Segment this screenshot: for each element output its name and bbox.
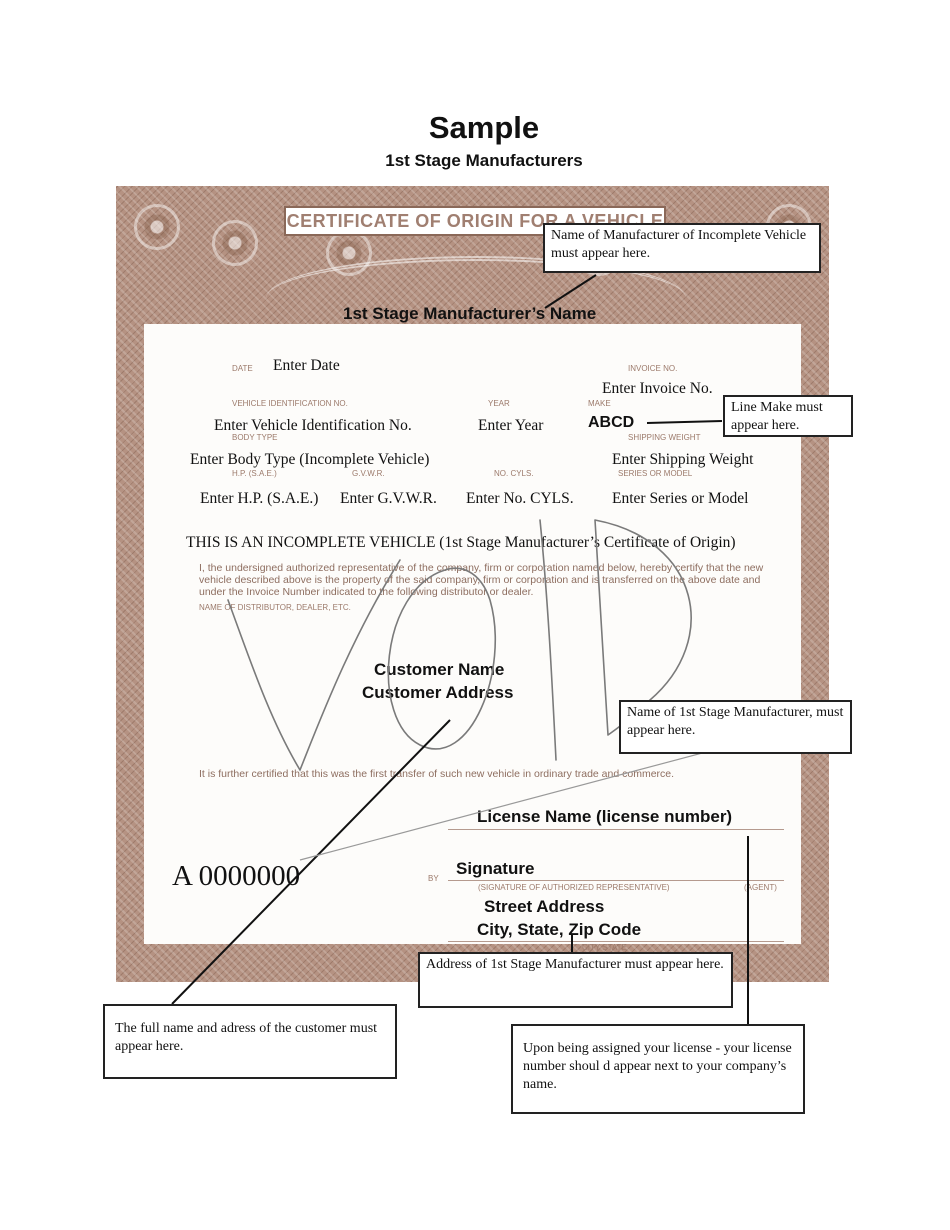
certificate-banner: CERTIFICATE OF ORIGIN FOR A VEHICLE bbox=[284, 206, 666, 236]
void-mark bbox=[227, 519, 692, 772]
incomplete-statement: THIS IS AN INCOMPLETE VEHICLE (1st Stage… bbox=[186, 534, 736, 551]
series-label: SERIES OR MODEL bbox=[618, 469, 693, 478]
hp-value: Enter H.P. (S.A.E.) bbox=[200, 490, 319, 507]
manufacturer-name: 1st Stage Manufacturer’s Name bbox=[343, 304, 597, 323]
cyls-value: Enter No. CYLS. bbox=[466, 490, 574, 507]
invoice-label: INVOICE NO. bbox=[628, 364, 678, 373]
address-underline bbox=[448, 941, 784, 942]
invoice-value: Enter Invoice No. bbox=[602, 380, 713, 397]
further-certified-text: It is further certified that this was th… bbox=[199, 768, 675, 780]
vin-value: Enter Vehicle Identification No. bbox=[214, 417, 412, 434]
shipping-weight-value: Enter Shipping Weight bbox=[612, 451, 754, 468]
body-type-label: BODY TYPE bbox=[232, 433, 278, 442]
body-type-value: Enter Body Type (Incomplete Vehicle) bbox=[190, 451, 430, 468]
page-subtitle: 1st Stage Manufacturers bbox=[385, 151, 583, 170]
cyls-label: NO. CYLS. bbox=[494, 469, 534, 478]
year-label: YEAR bbox=[488, 399, 510, 408]
agent-label: (AGENT) bbox=[744, 883, 777, 892]
serial-number: A 0000000 bbox=[172, 860, 301, 892]
distributor-label: NAME OF DISTRIBUTOR, DEALER, ETC. bbox=[199, 603, 351, 612]
gvwr-value: Enter G.V.W.R. bbox=[340, 490, 437, 507]
customer-name: Customer Name bbox=[374, 660, 505, 679]
leader-first-stage bbox=[299, 734, 771, 861]
signature-underline bbox=[448, 880, 784, 881]
address-annotation-box: Address of 1st Stage Manufacturer must a… bbox=[418, 952, 733, 1008]
line-make-annotation-box: Line Make must appear here. bbox=[723, 395, 853, 437]
leader-manufacturer bbox=[544, 274, 597, 309]
city-state-label: CITY STATE bbox=[582, 943, 627, 952]
signature-value: Signature bbox=[456, 859, 535, 878]
license-name: License Name (license number) bbox=[477, 807, 733, 826]
make-value: ABCD bbox=[588, 414, 635, 431]
gvwr-label: G.V.W.R. bbox=[352, 469, 385, 478]
leader-line-make bbox=[646, 420, 723, 424]
manufacturer-annotation-box: Name of Manufacturer of Incomplete Vehic… bbox=[543, 223, 821, 273]
void-letter-i bbox=[539, 519, 557, 761]
void-letter-o bbox=[387, 567, 497, 750]
first-stage-annotation-box: Name of 1st Stage Manufacturer, must app… bbox=[619, 700, 852, 754]
signature-caption: (SIGNATURE OF AUTHORIZED REPRESENTATIVE) bbox=[478, 883, 670, 892]
rosette-ornament bbox=[212, 220, 258, 266]
shipping-weight-label: SHIPPING WEIGHT bbox=[628, 433, 701, 442]
year-value: Enter Year bbox=[478, 417, 544, 434]
hp-label: H.P. (S.A.E.) bbox=[232, 469, 277, 478]
void-letter-v bbox=[227, 559, 401, 772]
license-annotation-box: Upon being assigned your license - your … bbox=[511, 1024, 805, 1114]
street-address: Street Address bbox=[484, 897, 605, 916]
by-label: BY bbox=[428, 874, 439, 883]
city-state-zip: City, State, Zip Code bbox=[477, 920, 642, 939]
customer-annotation-box: The full name and adress of the customer… bbox=[103, 1004, 397, 1079]
make-label: MAKE bbox=[588, 399, 611, 408]
certificate: CERTIFICATE OF ORIGIN FOR A VEHICLE bbox=[116, 186, 829, 982]
scroll-ornament bbox=[266, 256, 686, 341]
rosette-ornament bbox=[134, 204, 180, 250]
page-title: Sample bbox=[428, 110, 540, 145]
license-underline bbox=[448, 829, 784, 830]
leader-customer bbox=[171, 719, 451, 1005]
series-value: Enter Series or Model bbox=[612, 490, 749, 507]
vin-label: VEHICLE IDENTIFICATION NO. bbox=[232, 399, 348, 408]
customer-address: Customer Address bbox=[362, 683, 514, 702]
date-value: Enter Date bbox=[273, 357, 340, 374]
date-label: DATE bbox=[232, 364, 253, 373]
certificate-paper bbox=[144, 324, 801, 944]
